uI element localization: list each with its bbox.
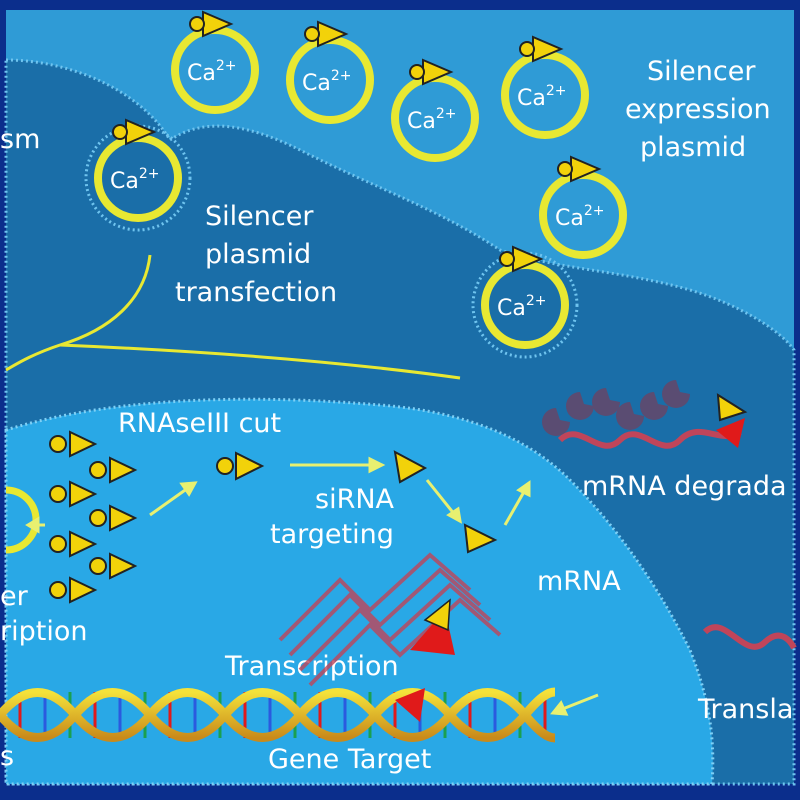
sirna-triangle-icon [716,393,748,422]
plasmid-ion-label: Ca2+ [110,166,159,194]
mrna-label: mRNA [537,566,621,597]
pathway-arrows [25,456,599,716]
plasmid: Ca2+ [501,35,589,139]
mrna-degradation-group [542,380,748,449]
hairpin-icon [89,504,138,532]
transfection-path-line [5,254,152,372]
hairpin-icon [49,480,98,508]
rnase-protein-icon [542,408,570,436]
plasmid: Ca2+ [171,10,259,114]
rnase-protein-icon [592,388,620,416]
sirna-processing [216,450,498,554]
dna-helix [0,687,556,743]
sirna-triangle-icon [393,450,428,484]
svg-text:Silencer: Silencer [205,201,314,232]
hairpin-icon [89,552,138,580]
plasmid: Ca2+ [539,155,627,259]
hairpin-cluster [49,430,138,604]
plasmid-ion-label: Ca2+ [302,68,351,96]
svg-text:plasmid: plasmid [205,239,311,270]
svg-text:expression: expression [625,94,771,125]
hairpin-icon [89,456,138,484]
rnase-protein-icon [662,380,690,408]
svg-text:ription: ription [0,616,87,647]
silencer-transcription-label: er ription [0,581,87,647]
hairpin-icon [49,530,98,558]
mrna-strand [557,428,742,449]
plasmid-ion-label: Ca2+ [517,83,566,111]
svg-text:siRNA: siRNA [315,484,395,515]
plasmid-ion-label: Ca2+ [407,106,456,134]
red-marker-icon [716,418,745,448]
svg-text:transfection: transfection [175,277,337,308]
rnase-protein-icon [566,392,594,420]
transcription-strands [278,552,502,687]
hairpin-icon [49,430,98,458]
plasmid: Ca2+ [391,58,479,162]
hairpin-icon [216,451,265,481]
plasmid-ion-label: Ca2+ [497,293,546,321]
cytoplasm-label: sm [0,124,40,155]
plasmid-ion-label: Ca2+ [187,58,236,86]
plasmid-ion-label: Ca2+ [555,203,604,231]
transcription-label: Transcription [224,651,399,682]
rnase-protein-icon [616,402,644,430]
rnase-protein-icon [640,392,668,420]
plasmid-endocytosed: Ca2+ [84,118,192,232]
hairpin-icon [49,576,98,604]
red-marker-icon [395,688,425,722]
mrna-degradation-label: mRNA degrada [582,471,787,502]
svg-text:Silencer: Silencer [647,56,756,87]
svg-text:plasmid: plasmid [640,132,746,163]
nucleus-fragment-label: s [0,741,14,772]
gene-target-label: Gene Target [268,744,431,775]
silencer-expression-label: Silencer expression plasmid [625,56,771,163]
svg-text:targeting: targeting [270,519,394,550]
rnase-cut-label: RNAseIII cut [118,408,281,439]
plasmid-group: Ca2+ Ca2+ Ca2+ Ca2+ Ca2+ [84,10,627,359]
mrna-strand-translation [702,624,797,650]
translation-label: Transla [697,694,793,725]
sirna-targeting-label: siRNA targeting [270,484,395,550]
sirna-triangle-icon [423,598,451,632]
sirna-triangle-icon [463,523,498,554]
transfection-path-line-2 [59,343,461,380]
silencer-transfection-label: Silencer plasmid transfection [175,201,337,308]
svg-text:er: er [0,581,29,612]
nucleus [4,397,715,786]
plasmid-endocytosed: Ca2+ [471,245,579,359]
plasmid: Ca2+ [286,20,374,124]
